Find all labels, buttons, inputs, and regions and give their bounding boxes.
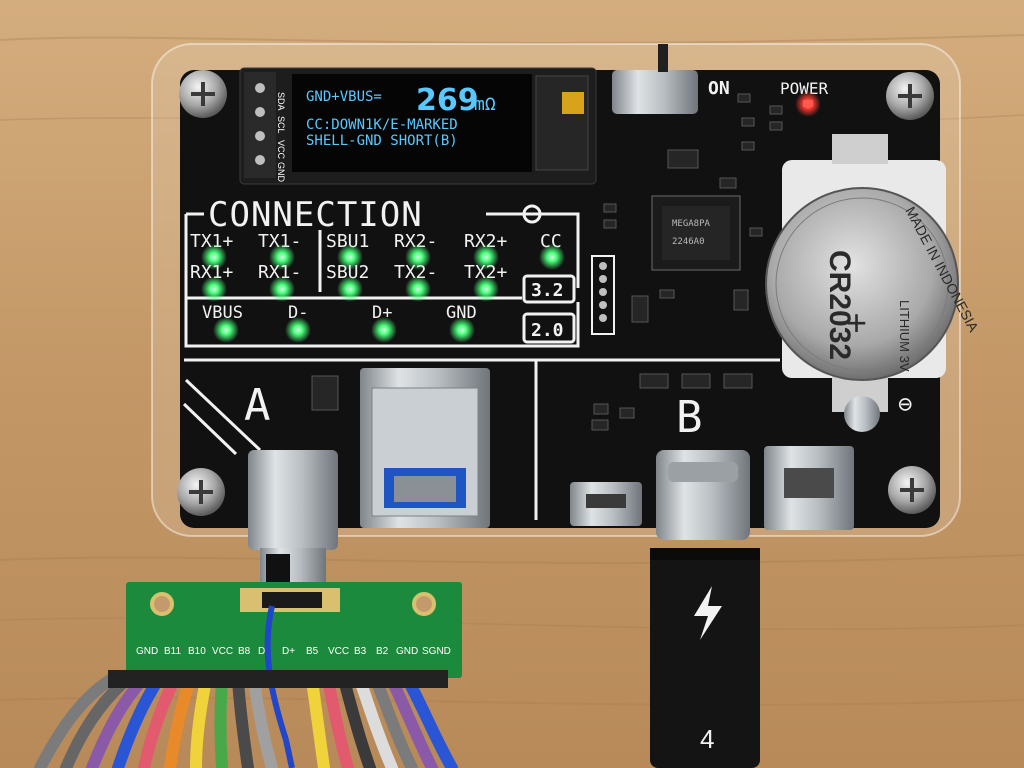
oled-module: SDA SCL VCC GND GND+VBUS= 269 mΩ CC:DOWN… xyxy=(239,67,597,185)
battery-voltage: LITHIUM 3V xyxy=(897,300,912,372)
oled-pin-vcc: VCC xyxy=(276,140,286,160)
led-tx1n xyxy=(269,244,295,270)
led-tx1p xyxy=(201,244,227,270)
oled-pin-sda: SDA xyxy=(276,92,286,111)
led-label-sbu1: SBU1 xyxy=(326,231,369,252)
usb-a-port xyxy=(360,368,490,528)
battery-plus: + xyxy=(846,302,867,343)
led-vbus xyxy=(213,317,239,343)
led-row-3: VBUS D- D+ GND xyxy=(202,303,477,343)
breakout-pin-labels: GND B11 B10 VCC B8 D- D+ B5 VCC B3 B2 GN… xyxy=(136,646,451,657)
oled-screen xyxy=(292,74,532,172)
oled-pin-scl: SCL xyxy=(276,116,286,134)
led-gnd xyxy=(449,317,475,343)
breakout-pin: B10 xyxy=(188,646,206,657)
usb32-label: 3.2 xyxy=(531,280,564,301)
oled-line1-prefix: GND+VBUS= xyxy=(306,89,382,105)
oled-line1-unit: mΩ xyxy=(474,94,496,115)
adapter-number: 4 xyxy=(700,724,714,754)
led-row-1: TX1+ TX1- SBU1 RX2- RX2+ CC xyxy=(190,231,565,270)
micro-usb-port xyxy=(570,482,642,526)
oled-line2: CC:DOWN1K/E-MARKED xyxy=(306,117,458,133)
breakout-pin: B3 xyxy=(354,646,367,657)
led-dminus xyxy=(285,317,311,343)
screw-bottom-left xyxy=(177,468,225,516)
thunderbolt-adapter xyxy=(650,548,760,768)
power-label: POWER xyxy=(780,79,829,98)
mcu-chip: MEGA8PA 2246A0 xyxy=(651,195,741,271)
led-dplus xyxy=(371,317,397,343)
chip-text-1: MEGA8PA xyxy=(672,219,711,229)
breakout-pin: B8 xyxy=(238,646,251,657)
oled-pin-gnd: GND xyxy=(276,162,286,183)
breakout-pin: B5 xyxy=(306,646,319,657)
breakout-pin: VCC xyxy=(328,646,349,657)
led-label-rx2p: RX2+ xyxy=(464,231,508,252)
minus-symbol: ⊖ xyxy=(898,390,912,418)
usb-c-plug-a xyxy=(248,450,338,588)
usb20-label: 2.0 xyxy=(531,320,564,341)
breakout-pin: GND xyxy=(136,646,158,657)
oled-line3: SHELL-GND SHORT(B) xyxy=(306,133,458,149)
breakout-pin: B2 xyxy=(376,646,389,657)
section-dividers xyxy=(182,358,780,520)
led-rx2n xyxy=(405,244,431,270)
led-tx2p xyxy=(473,276,499,302)
led-label-rx2n: RX2- xyxy=(394,231,437,252)
port-a-label: A xyxy=(244,380,271,431)
led-label-tx1p: TX1+ xyxy=(190,231,234,252)
ribbon-cable xyxy=(34,674,458,768)
led-rx2p xyxy=(473,244,499,270)
led-label-rx1p: RX1+ xyxy=(190,262,234,283)
led-rx1p xyxy=(201,276,227,302)
mini-usb-port xyxy=(764,446,854,530)
connection-title: CONNECTION xyxy=(208,195,423,235)
thunderbolt-icon xyxy=(694,586,722,640)
led-label-vbus: VBUS xyxy=(202,303,243,323)
led-sbu1 xyxy=(337,244,363,270)
led-tx2n xyxy=(405,276,431,302)
breakout-pin: B11 xyxy=(164,646,181,657)
led-label-gnd: GND xyxy=(446,303,477,323)
usb-c-port-b xyxy=(656,450,750,540)
on-label: ON xyxy=(708,78,730,99)
breakout-pin: VCC xyxy=(212,646,233,657)
smd-components xyxy=(311,93,783,431)
ribbon-connector xyxy=(108,670,448,688)
port-b-label: B xyxy=(676,392,703,443)
led-label-tx2p: TX2+ xyxy=(464,262,508,283)
breakout-pin: D- xyxy=(258,646,269,657)
oled-flex xyxy=(535,75,589,171)
oled-line1-value: 269 xyxy=(416,83,479,118)
screw-top-right xyxy=(886,72,934,120)
led-cc xyxy=(539,244,565,270)
led-label-rx1n: RX1- xyxy=(258,262,301,283)
battery-model: CR2032 xyxy=(823,250,856,360)
breakout-pin: GND xyxy=(396,646,418,657)
breakout-board xyxy=(126,582,462,678)
six-pin-header xyxy=(591,255,615,335)
chip-text-2: 2246A0 xyxy=(672,237,705,247)
screw-bottom-right xyxy=(888,466,936,514)
led-label-tx1n: TX1- xyxy=(258,231,301,252)
led-rx1n xyxy=(269,276,295,302)
screw-top-left xyxy=(179,70,227,118)
breakout-pin: D+ xyxy=(282,646,295,657)
led-label-sbu2: SBU2 xyxy=(326,262,369,283)
power-switch[interactable] xyxy=(612,44,698,114)
led-row-2: RX1+ RX1- SBU2 TX2- TX2+ xyxy=(190,262,508,302)
led-label-tx2n: TX2- xyxy=(394,262,437,283)
led-sbu2 xyxy=(337,276,363,302)
breakout-pin: SGND xyxy=(422,646,451,657)
